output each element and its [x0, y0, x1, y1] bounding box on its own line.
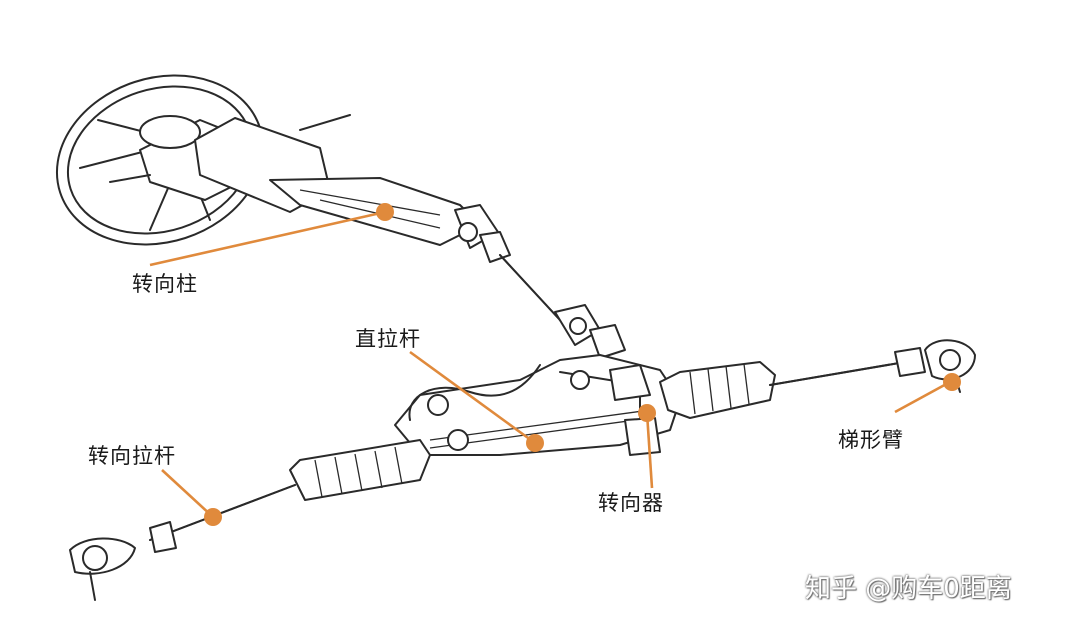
right-bellows — [659, 361, 776, 419]
leader-steering-gear — [645, 412, 654, 489]
intermediate-shaft — [499, 254, 626, 359]
label-steering-arm: 梯形臂 — [838, 428, 904, 452]
leader-tie-rod — [161, 469, 214, 518]
left-tie-rod — [69, 484, 296, 601]
callout-dot-tie-rod — [204, 508, 222, 526]
leader-lines — [149, 203, 961, 526]
leader-drag-link — [409, 350, 536, 445]
leader-steering-arm — [894, 380, 951, 414]
callout-dot-steering-column — [376, 203, 394, 221]
callout-dot-steering-gear — [638, 404, 656, 422]
label-steering-column: 转向柱 — [132, 272, 198, 296]
left-bellows — [289, 439, 431, 501]
label-tie-rod: 转向拉杆 — [88, 444, 176, 468]
label-drag-link: 直拉杆 — [355, 327, 421, 351]
callout-dot-steering-arm — [943, 373, 961, 391]
callout-dot-drag-link — [526, 434, 544, 452]
label-steering-gear: 转向器 — [598, 491, 664, 515]
watermark: 知乎 @购车0距离 — [805, 574, 1012, 604]
leader-steering-column — [149, 210, 386, 267]
steering-column — [194, 114, 511, 263]
right-tie-rod — [769, 339, 976, 393]
